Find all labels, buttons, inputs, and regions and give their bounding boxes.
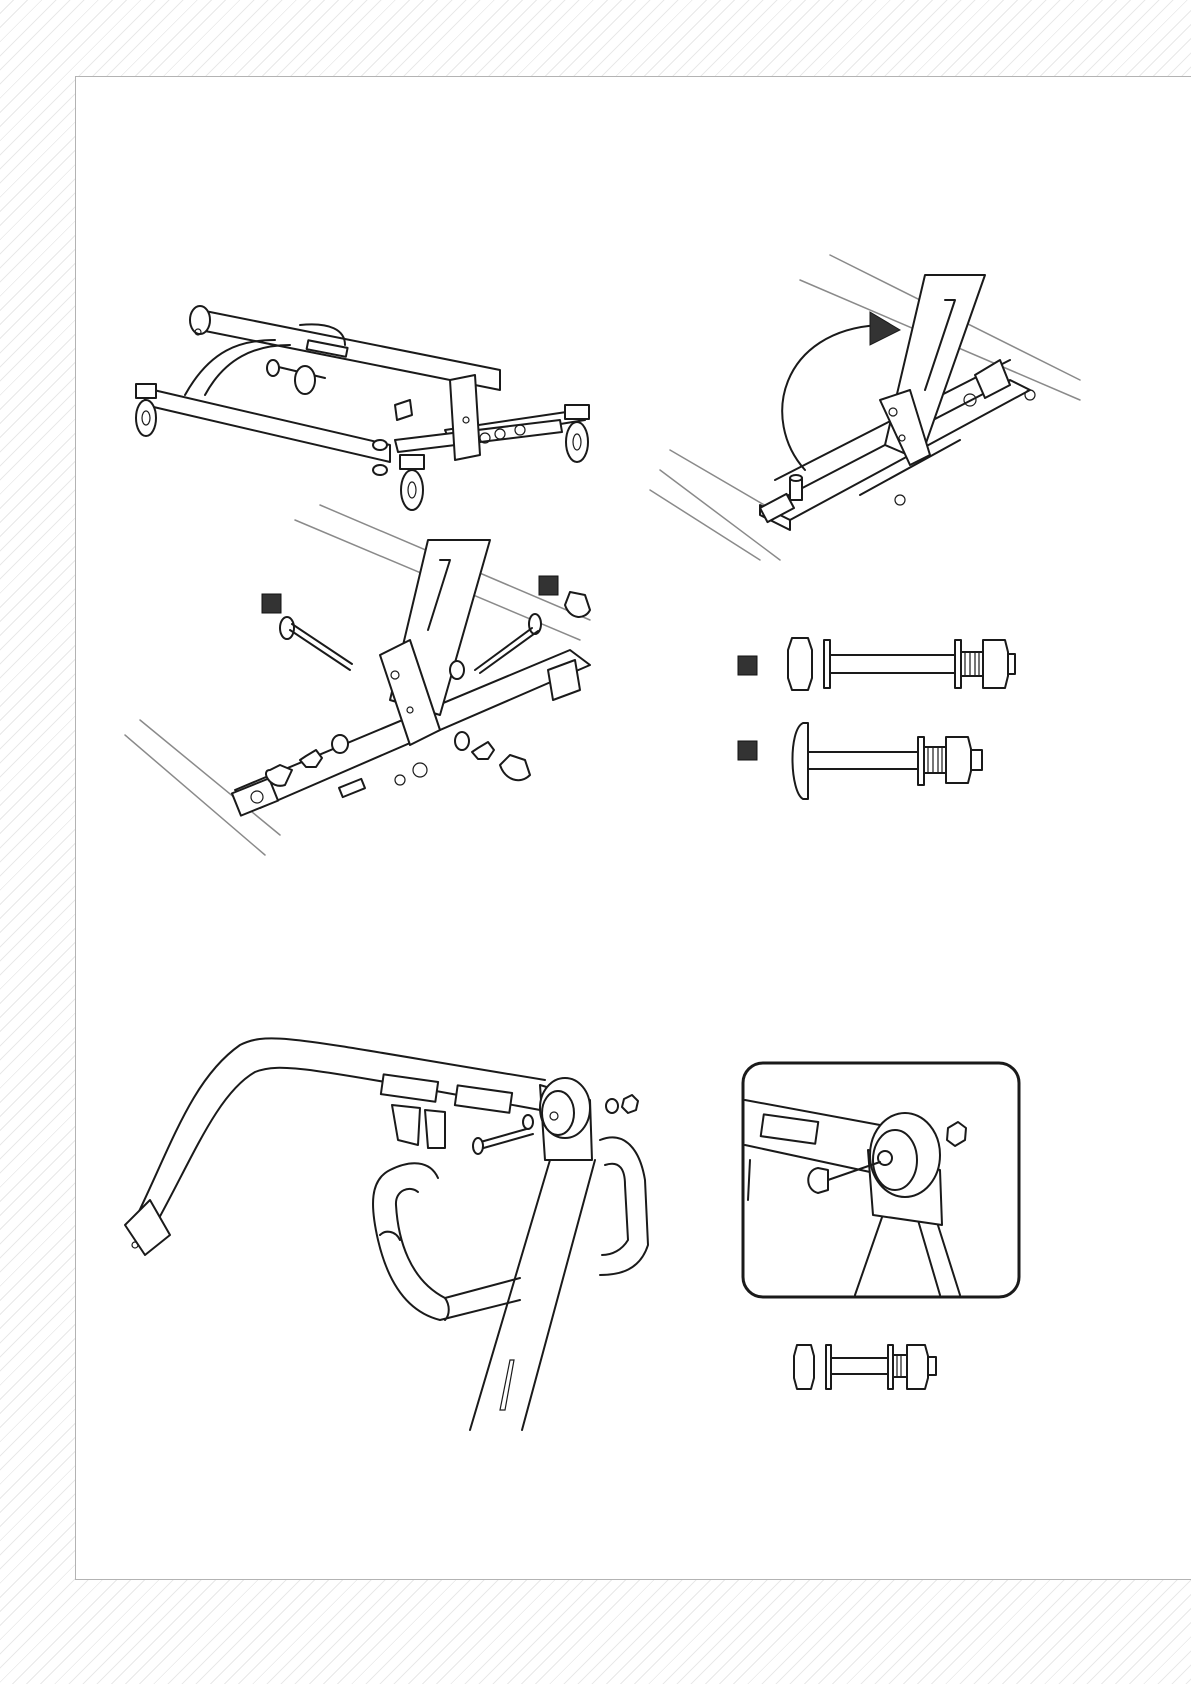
bolt-hex-short [794, 1345, 936, 1389]
